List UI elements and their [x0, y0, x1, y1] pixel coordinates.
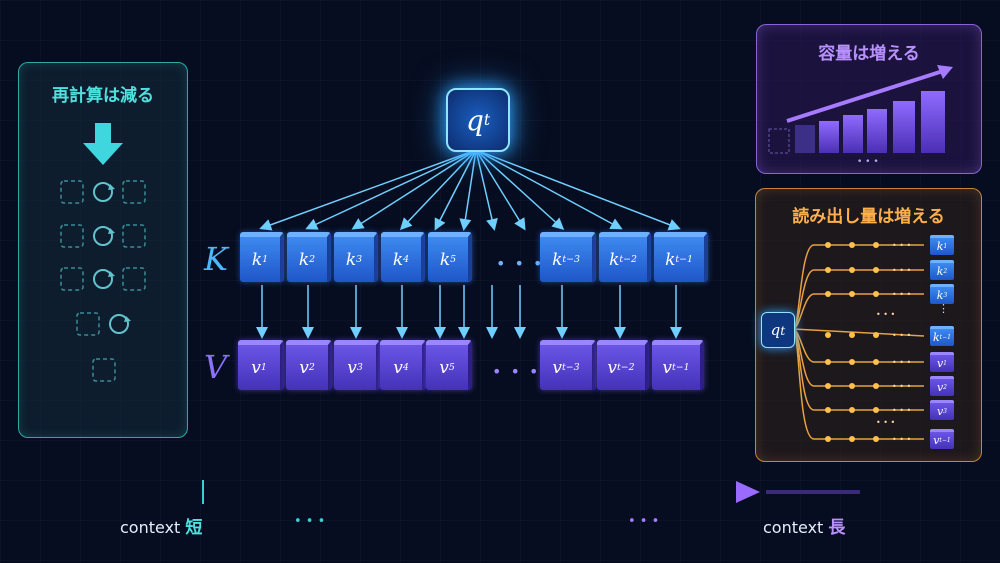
recompute-panel: 再計算は減る — [18, 62, 188, 438]
keys-ellipsis: • • • — [496, 254, 545, 273]
recompute-rows — [60, 180, 146, 382]
svg-text:• • •: • • • — [892, 266, 911, 275]
svg-text:• • •: • • • — [892, 406, 911, 415]
recompute-panel-title: 再計算は減る — [52, 86, 154, 106]
down-arrow-icon — [83, 123, 123, 165]
read-volume-panel-title: 読み出し量は増える — [792, 207, 945, 227]
recompute-illustration — [60, 123, 146, 382]
capacity-panel: 容量は増える • • • — [756, 24, 982, 174]
svg-text:• • •: • • • — [892, 241, 911, 250]
read-volume-query-label: q — [770, 321, 781, 339]
context-long-label: context 長 — [763, 518, 846, 538]
long-kanji: 長 — [828, 518, 846, 538]
capacity-panel-title: 容量は増える — [818, 44, 920, 64]
mini-row-ellipsis-1: • • • — [876, 310, 896, 319]
capacity-ellipsis: • • • — [857, 157, 879, 167]
mini-key-vdots: ⋮ — [938, 302, 949, 315]
svg-text:• • •: • • • — [892, 435, 911, 444]
keys-row-label: K — [204, 240, 228, 278]
svg-text:• • •: • • • — [892, 382, 911, 391]
svg-text:• • •: • • • — [892, 290, 911, 299]
values-row-label: V — [204, 348, 228, 386]
capacity-growth-chart — [768, 65, 953, 154]
context-short-label: context 短 — [120, 518, 203, 538]
svg-text:• • •: • • • — [892, 358, 911, 367]
context-dots-left: • • • — [294, 514, 326, 529]
mini-row-ellipsis-2: • • • — [876, 418, 896, 427]
values-ellipsis: • • • — [492, 362, 541, 381]
short-kanji: 短 — [185, 518, 203, 538]
context-dots-right: • • • — [628, 514, 660, 529]
cycle-icons — [93, 182, 129, 334]
svg-text:• • •: • • • — [892, 331, 911, 340]
